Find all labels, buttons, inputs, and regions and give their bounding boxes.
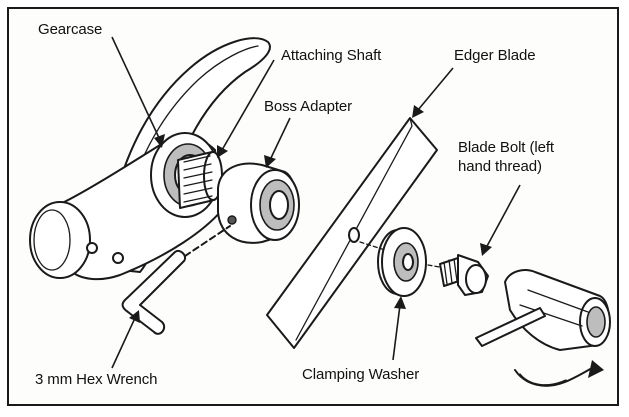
boss-adapter-label: Boss Adapter xyxy=(264,98,353,115)
boss-adapter-part xyxy=(217,162,300,244)
blade-bolt-part xyxy=(439,254,489,296)
blade-bolt-label-line1: Blade Bolt (left xyxy=(458,139,554,156)
hex-wrench-label: 3 mm Hex Wrench xyxy=(35,371,158,388)
box-wrench-part xyxy=(475,269,611,351)
gearcase-label: Gearcase xyxy=(38,21,103,38)
clamping-washer-label: Clamping Washer xyxy=(302,366,420,383)
leader-lines xyxy=(111,36,521,369)
attaching-shaft-label: Attaching Shaft xyxy=(281,47,382,64)
edger-blade-label: Edger Blade xyxy=(454,47,536,64)
gearcase-part xyxy=(29,37,271,281)
edger-blade-part xyxy=(266,117,438,349)
clamping-washer-part xyxy=(359,227,446,297)
blade-bolt-label-line2: hand thread) xyxy=(458,158,542,175)
attaching-shaft-part xyxy=(177,151,223,209)
rotation-arrow-icon xyxy=(514,360,604,387)
